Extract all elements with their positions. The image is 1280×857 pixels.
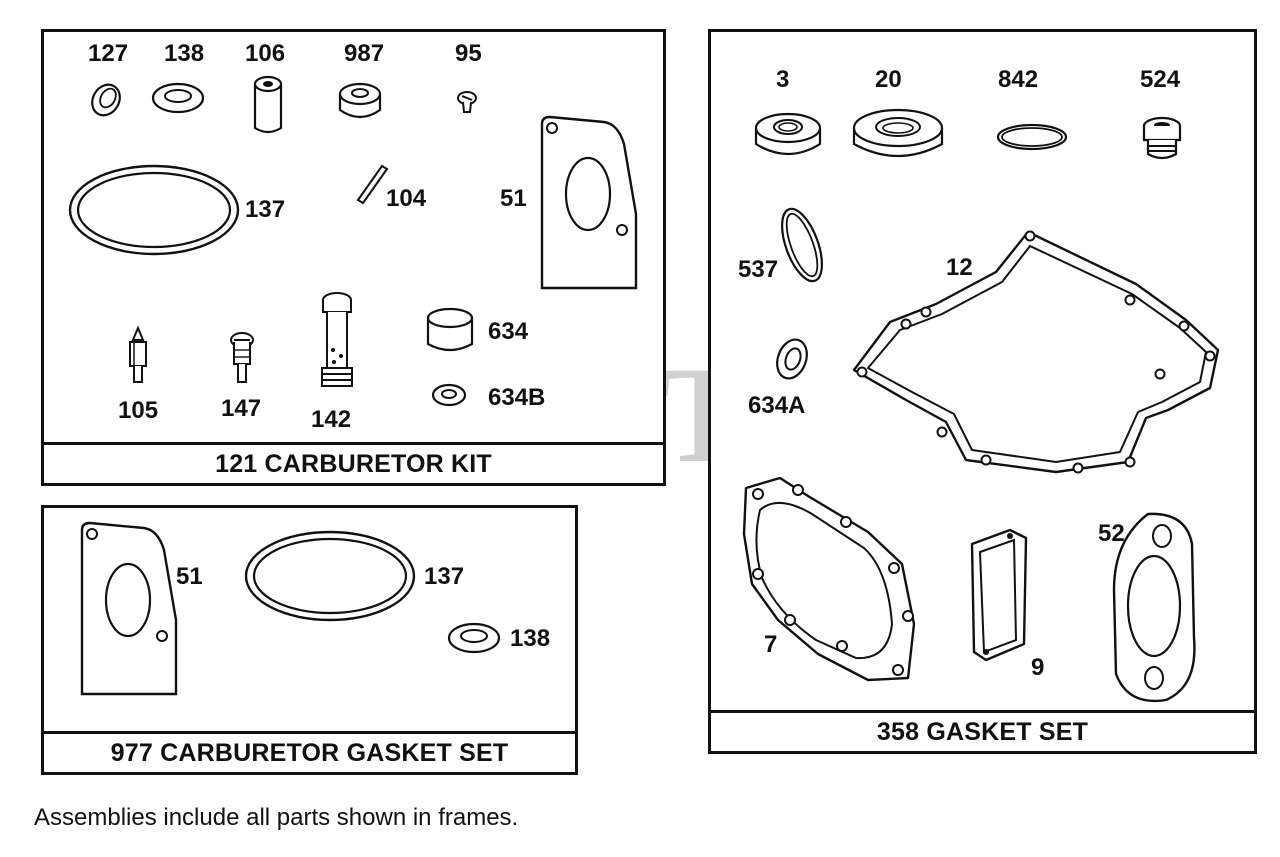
part-537-o-ring [781,207,823,283]
part-label-20: 20 [875,66,902,93]
part-3-oil-seal [754,112,822,155]
part-105-needle-valve [129,325,147,383]
part-label-634: 634 [488,318,529,345]
part-label-3: 3 [776,66,790,93]
part-label-106: 106 [245,40,286,67]
part-label-987: 987 [344,40,385,67]
part-label-127: 127 [88,40,129,67]
part-label-147: 147 [221,395,262,422]
part-label-524: 524 [1140,66,1181,93]
part-147-screw [230,332,254,383]
part-9-intake-gasket [970,528,1028,662]
part-52-carburetor-gasket [1112,512,1196,703]
part-20-oil-seal [852,108,944,158]
part-label-105: 105 [118,397,159,424]
part-label-842: 842 [998,66,1039,93]
part-127-cap-seal [91,83,121,117]
part-634b-washer [431,383,467,407]
part-95-screw [457,91,477,113]
part-634-sleeve [426,307,474,352]
part-label-137: 137 [424,563,465,590]
part-label-537: 537 [738,256,779,283]
gasket-set-title: 358 GASKET SET [711,710,1254,751]
part-label-12: 12 [946,254,973,281]
carburetor-kit-title: 121 CARBURETOR KIT [44,442,663,483]
part-label-9: 9 [1031,654,1045,681]
assemblies-note: Assemblies include all parts shown in fr… [34,804,519,831]
part-label-95: 95 [455,40,482,67]
part-634a-washer [776,338,808,380]
part-137-o-ring [244,530,416,622]
part-138-washer [447,622,501,654]
part-label-51: 51 [500,185,527,212]
part-label-142: 142 [311,406,352,433]
part-label-7: 7 [764,631,778,658]
part-104-pin [356,164,389,205]
part-label-634a: 634A [748,392,806,419]
part-label-137: 137 [245,196,286,223]
part-label-634b: 634B [488,384,546,411]
part-label-104: 104 [386,185,427,212]
part-51-gasket [540,115,638,290]
part-987-ring [338,82,382,119]
part-7-cylinder-head-gasket [742,476,916,682]
part-106-bushing [253,75,283,134]
part-137-o-ring [68,164,240,256]
part-label-138: 138 [510,625,551,652]
part-842-o-ring [996,123,1068,151]
part-label-51: 51 [176,563,203,590]
part-138-washer [151,82,205,114]
part-label-138: 138 [164,40,205,67]
carburetor-gasket-set-title: 977 CARBURETOR GASKET SET [44,731,575,772]
part-51-gasket [80,521,178,696]
part-label-52: 52 [1098,520,1125,547]
part-524-valve-seal [1142,116,1182,160]
part-142-emulsion-tube [321,292,353,387]
part-12-crankcase-gasket [852,230,1220,474]
